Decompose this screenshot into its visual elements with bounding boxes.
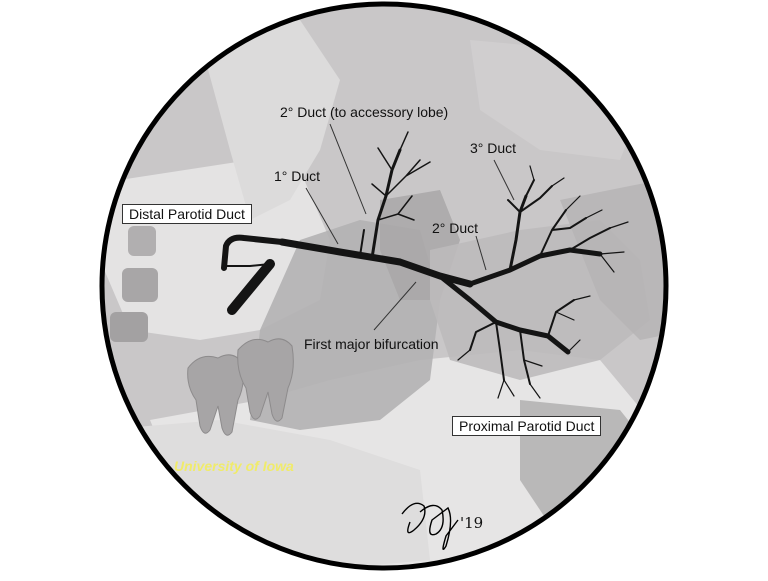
artist-signature [401,502,459,550]
label-proximal-parotid-duct: Proximal Parotid Duct [452,416,602,436]
secondary-duct-lower [437,273,571,355]
pointer-accessory-duct [329,123,367,215]
primary-duct-branch [359,229,365,257]
signature-year: '19 [460,514,484,532]
pointer-secondary-duct [475,235,487,271]
label-secondary-duct-accessory: 2° Duct (to accessory lobe) [280,104,449,120]
tertiary-duct [508,194,528,272]
label-first-major-bifurcation: First major bifurcation [304,336,439,352]
credit-university-of-iowa: University of Iowa [174,458,294,474]
catheter-tip [227,259,275,315]
label-primary-duct: 1° Duct [274,168,321,184]
label-secondary-duct: 2° Duct [432,220,479,236]
catheter-tube [221,234,285,271]
molar-teeth [187,338,294,436]
label-distal-parotid-duct: Distal Parotid Duct [122,204,252,224]
pointer-primary-duct [305,187,339,245]
vertebra-3 [128,226,156,256]
label-tertiary-duct: 3° Duct [470,140,517,156]
view-circle-border [99,1,669,571]
vertebra-1 [122,268,158,302]
neck-light-region [200,20,340,220]
pointer-bifurcation [373,281,417,331]
label-pointers [305,123,515,331]
parotid-duct-tree [221,131,629,399]
main-duct [278,238,474,288]
pointer-tertiary-duct [493,159,515,201]
vertebra-2 [110,312,148,342]
